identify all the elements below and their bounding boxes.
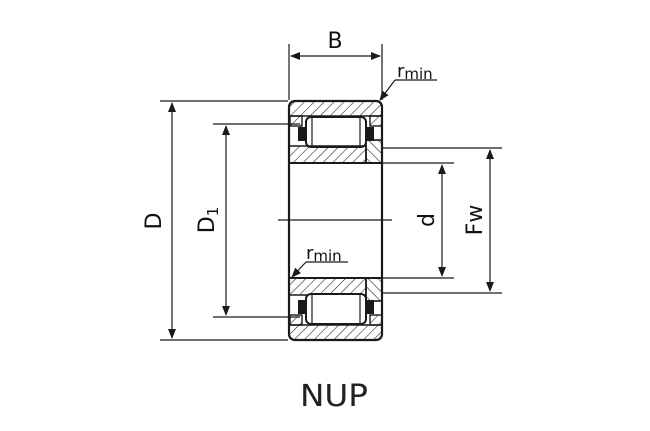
cage-right-upper bbox=[366, 127, 374, 141]
roller-lower bbox=[305, 293, 367, 325]
cage-left-lower bbox=[298, 300, 306, 314]
lower-section bbox=[288, 277, 383, 341]
cage-left-upper bbox=[298, 127, 306, 141]
label-width-b: B bbox=[327, 29, 342, 54]
upper-section bbox=[288, 100, 383, 164]
outer-ring-upper bbox=[288, 100, 383, 117]
label-fw: Fw bbox=[463, 205, 488, 236]
bearing-type-caption: NUP bbox=[300, 379, 368, 414]
chamfer-callout-top bbox=[379, 79, 437, 101]
outer-rib-right-lower bbox=[369, 314, 383, 326]
dimension-d-outer bbox=[160, 100, 288, 341]
loose-rib-upper bbox=[365, 139, 383, 164]
loose-rib-lower bbox=[365, 277, 383, 302]
label-rmin-top: rmin bbox=[397, 61, 433, 83]
d1-main: D bbox=[195, 216, 220, 233]
dimension-d-bore bbox=[383, 162, 454, 279]
label-rmin-mid: rmin bbox=[306, 243, 342, 265]
label-bore-diameter: d bbox=[415, 213, 440, 227]
dimension-fw bbox=[383, 147, 502, 294]
label-outer-diameter: D bbox=[142, 213, 167, 230]
outer-rib-left-upper bbox=[289, 115, 303, 127]
label-outer-raceway-diameter: D1 bbox=[195, 207, 222, 234]
d1-sub: 1 bbox=[204, 207, 222, 217]
cage-right-lower bbox=[366, 300, 374, 314]
outer-rib-right-upper bbox=[369, 115, 383, 127]
dimension-d1 bbox=[213, 123, 300, 318]
inner-ring-lower bbox=[288, 277, 367, 296]
inner-ring-upper bbox=[288, 145, 367, 164]
chamfer-callout-mid bbox=[291, 261, 348, 278]
outer-ring-lower bbox=[288, 324, 383, 341]
roller-upper bbox=[305, 116, 367, 148]
